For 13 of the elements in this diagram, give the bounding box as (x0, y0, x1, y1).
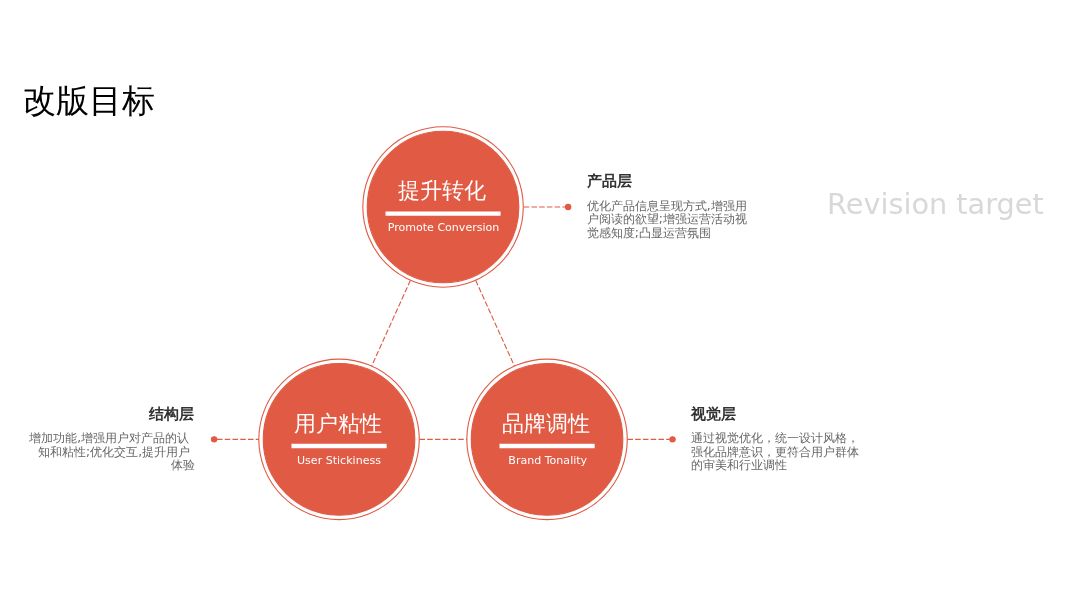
diagram-title: 改版目标 (22, 80, 155, 120)
connector (210, 435, 260, 443)
connector (371, 279, 411, 366)
connector (418, 438, 468, 440)
node-circle: 提升转化 Promote Conversion (362, 125, 524, 288)
node-text: 产品层 优化产品信息呈现方式,增强用户阅读的欲望;增强运营活动视觉感知度;凸显运营氛围 (586, 171, 747, 240)
node-text: 结构层 增加功能,增强用户对产品的认知和粘性;优化交互,提升用户体验 (29, 404, 195, 472)
connector (475, 279, 515, 366)
node-circle: 用户粘性 User Stickiness (258, 358, 420, 520)
node-text: 视觉层 通过视觉优化，统一设计风格，强化品牌意识，更符合用户群体的审美和行业调性 (690, 404, 859, 472)
node-circle: 品牌调性 Brand Tonality (466, 358, 628, 520)
connector (523, 203, 572, 210)
connector (626, 435, 676, 443)
